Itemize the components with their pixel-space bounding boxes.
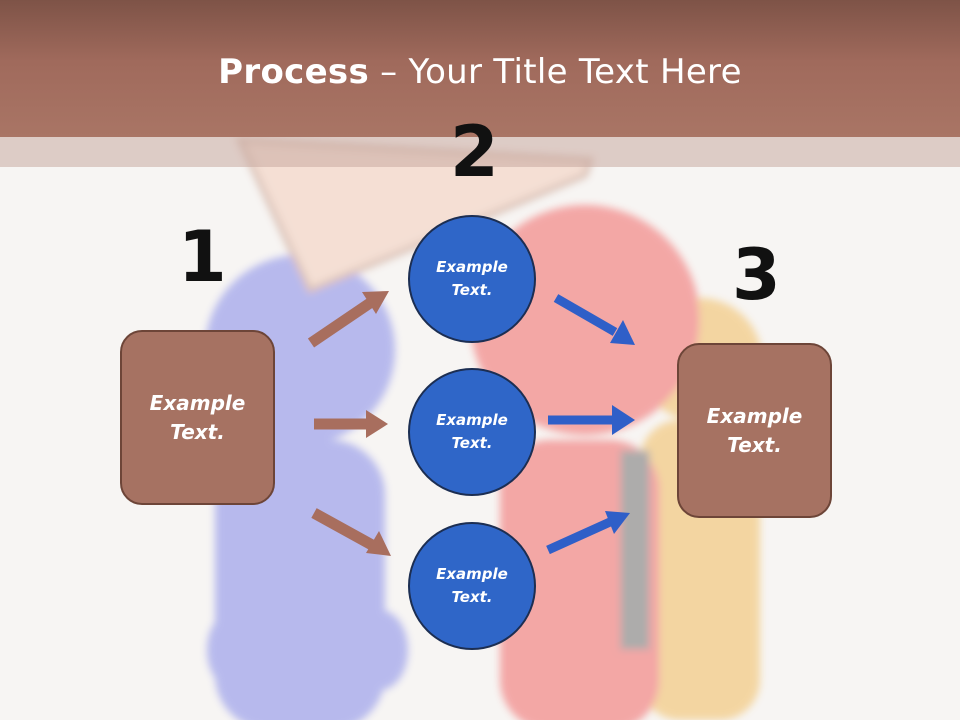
right-box-line2: Text.: [727, 432, 782, 457]
title-bar: [0, 0, 960, 137]
arrow-right-middle: [548, 405, 635, 435]
arrow-right-top: [553, 294, 635, 345]
step-number-2: 2: [450, 111, 499, 193]
title-rest: – Your Title Text Here: [369, 52, 742, 92]
circle-top-line1: Example: [436, 258, 508, 276]
step-number-1: 1: [178, 216, 227, 298]
circle-middle: Example Text.: [408, 368, 536, 496]
circle-top-line2: Text.: [451, 281, 493, 299]
step-number-3: 3: [732, 234, 781, 316]
title-band: [0, 137, 960, 167]
right-box-line1: Example: [706, 403, 803, 428]
left-box-line1: Example: [149, 390, 246, 415]
left-text-box: Example Text.: [120, 330, 275, 505]
arrow-left-up: [307, 291, 389, 348]
left-box-line2: Text.: [170, 419, 225, 444]
circle-bottom-line2: Text.: [451, 588, 493, 606]
circle-top: Example Text.: [408, 215, 536, 343]
circle-bottom: Example Text.: [408, 522, 536, 650]
arrow-left-down: [311, 508, 391, 556]
right-text-box: Example Text.: [677, 343, 832, 518]
circle-middle-line2: Text.: [451, 434, 493, 452]
circle-middle-line1: Example: [436, 411, 508, 429]
title-bold: Process: [218, 52, 370, 92]
circle-bottom-line1: Example: [436, 565, 508, 583]
arrow-left-middle: [314, 410, 388, 438]
red-figure: [470, 205, 700, 720]
arrow-right-bottom: [546, 511, 630, 555]
slide-title: Process – Your Title Text Here: [0, 52, 960, 92]
